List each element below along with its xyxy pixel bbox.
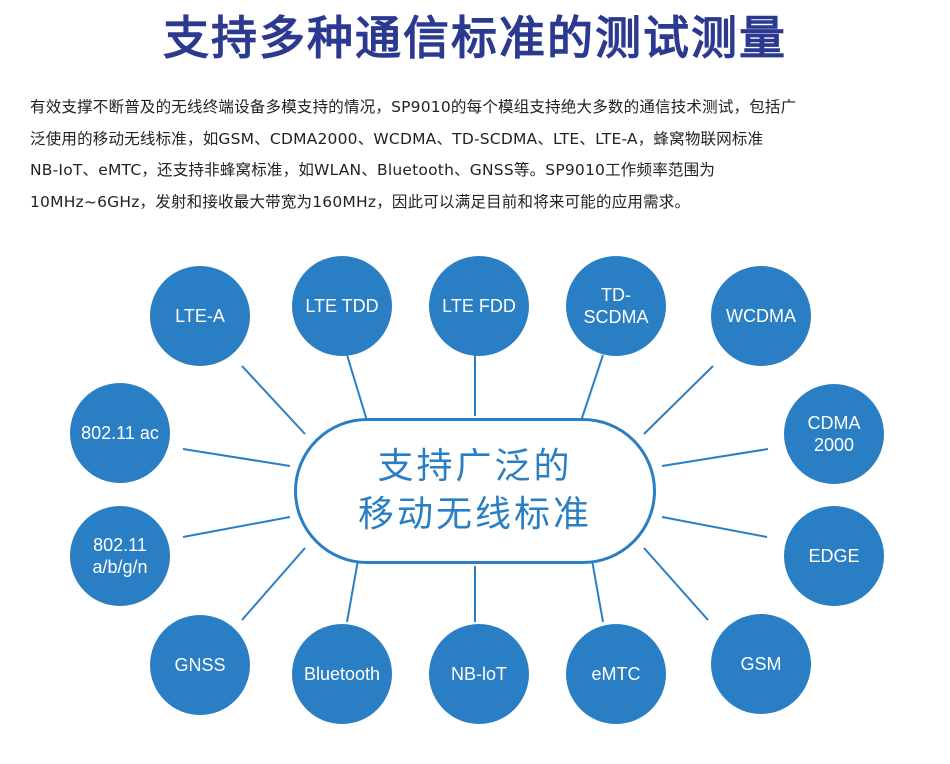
connector-lte-a [241,365,306,435]
standard-lte-a: LTE-A [150,266,250,366]
standard-802-11-abgn: 802.11 a/b/g/n [70,506,170,606]
standard-cdma2000: CDMA 2000 [784,384,884,484]
standard-gnss: GNSS [150,615,250,715]
description-line: 泛使用的移动无线标准，如GSM、CDMA2000、WCDMA、TD-SCDMA、… [30,129,764,148]
connector-wcdma [643,365,714,435]
hub-title-line: 支持广泛的 [377,446,573,487]
connector-emtc [591,559,604,623]
connector-gsm [643,547,709,621]
connector-edge [661,516,768,538]
connector-gnss [241,547,306,621]
standard-nb-iot: NB-loT [429,624,529,724]
description-line: 10MHz~6GHz，发射和接收最大带宽为160MHz，因此可以满足目前和将来可… [30,192,691,211]
description-line: NB-IoT、eMTC，还支持非蜂窝标准，如WLAN、Bluetooth、GNS… [30,161,716,179]
standard-wcdma: WCDMA [711,266,811,366]
hub-title-line: 移动无线标准 [357,494,592,535]
standard-bluetooth: Bluetooth [292,624,392,724]
description-paragraph: 有效支撑不断普及的无线终端设备多模支持的情况，SP9010的每个模组支持绝大多数… [30,92,920,218]
connector-td-scdma [579,354,604,425]
standard-edge: EDGE [784,506,884,606]
page-title: 支持多种通信标准的测试测量 [163,11,787,65]
connector-802-11-ac [182,448,291,467]
connector-bluetooth [346,559,359,623]
description-line: 有效支撑不断普及的无线终端设备多模支持的情况，SP9010的每个模组支持绝大多数… [30,98,797,116]
standard-gsm: GSM [711,614,811,714]
standard-lte-tdd: LTE TDD [292,256,392,356]
standard-td-scdma: TD-SCDMA [566,256,666,356]
connector-lte-tdd [346,354,369,425]
standard-lte-fdd: LTE FDD [429,256,529,356]
central-hub: 支持广泛的 移动无线标准 [294,418,656,564]
connector-802-11-abgn [182,516,291,538]
standard-802-11-ac: 802.11 ac [70,383,170,483]
connector-cdma2000 [661,448,769,467]
standard-emtc: eMTC [566,624,666,724]
